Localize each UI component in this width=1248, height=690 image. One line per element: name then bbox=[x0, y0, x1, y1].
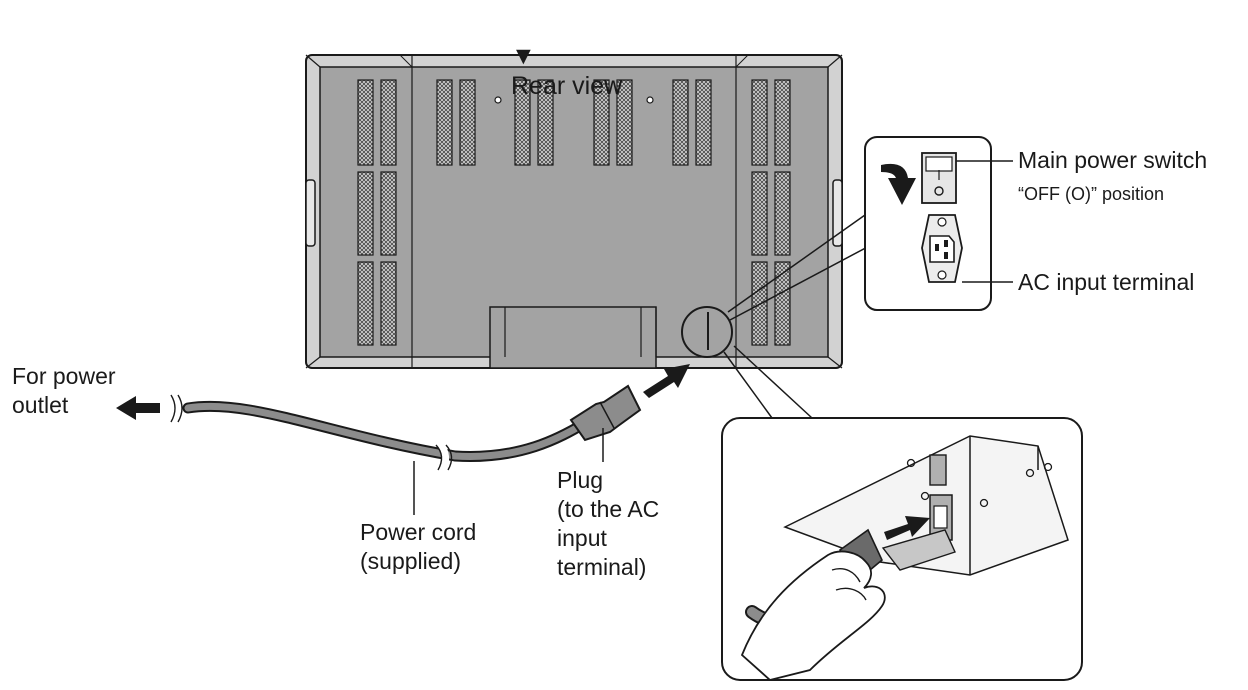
insert-direction-arrow-icon bbox=[884, 516, 930, 540]
vent-slot bbox=[380, 79, 397, 166]
vent-slot bbox=[751, 171, 768, 256]
rocker-switch bbox=[921, 152, 957, 204]
hand bbox=[740, 550, 886, 681]
vent-slot bbox=[459, 79, 476, 166]
insert-plug-arrow-icon bbox=[643, 364, 690, 398]
plug-label: Plug (to the AC input terminal) bbox=[557, 467, 660, 580]
vent-slot bbox=[357, 79, 374, 166]
power-cord-label: Power cord (supplied) bbox=[360, 519, 477, 574]
vent-slot bbox=[514, 79, 531, 166]
switch-off-arrow-icon bbox=[881, 163, 916, 205]
vent-slot bbox=[357, 261, 374, 346]
down-triangle-icon: ▼ bbox=[511, 42, 536, 70]
ventilation-grilles bbox=[357, 79, 791, 346]
vent-slot bbox=[380, 261, 397, 346]
vent-slot bbox=[357, 171, 374, 256]
ac-input-terminal-label: AC input terminal bbox=[1018, 269, 1195, 295]
monitor-rear bbox=[305, 54, 843, 369]
off-position-label: “OFF (O)” position bbox=[1018, 184, 1165, 204]
vent-slot bbox=[672, 79, 689, 166]
for-power-outlet-label: For power outlet bbox=[12, 363, 116, 418]
vent-slot bbox=[695, 79, 712, 166]
power-cord bbox=[170, 394, 591, 515]
rear-view-label: Rear view bbox=[511, 72, 623, 100]
main-power-switch-label: Main power switch bbox=[1018, 147, 1208, 173]
power-switch-detail bbox=[864, 136, 1013, 311]
rear-view-title: ▼ Rear view bbox=[511, 11, 622, 101]
vent-slot bbox=[751, 79, 768, 166]
vent-slot bbox=[774, 171, 791, 256]
plug bbox=[569, 384, 642, 462]
vent-slot bbox=[537, 79, 554, 166]
vent-slot bbox=[774, 261, 791, 346]
vent-slot bbox=[380, 171, 397, 256]
ac-inlet bbox=[921, 214, 963, 283]
vent-slot bbox=[436, 79, 453, 166]
vent-slot bbox=[774, 79, 791, 166]
power-terminal-highlight bbox=[681, 306, 733, 358]
plug-insertion-detail bbox=[721, 417, 1083, 681]
to-outlet-arrow-icon bbox=[116, 396, 160, 420]
vent-slot bbox=[616, 79, 633, 166]
vent-slot bbox=[593, 79, 610, 166]
